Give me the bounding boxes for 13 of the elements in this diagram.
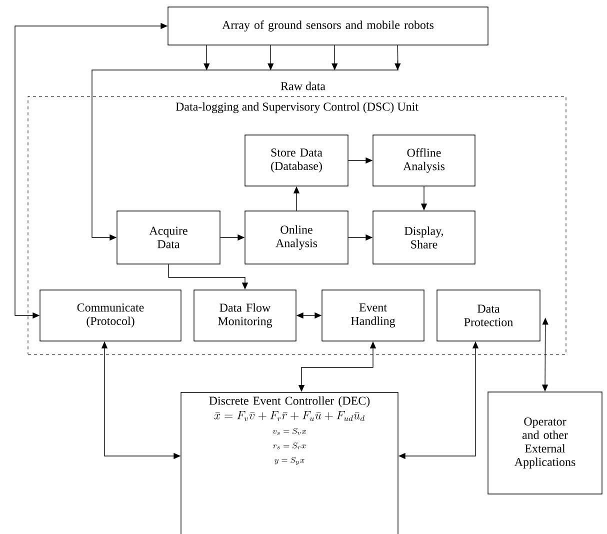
process-box: Offline Analysis	[372, 134, 476, 186]
controller-box: Discrete Event Controller (DEC) $\bar{x} = F_v\bar{v} + F_r\bar{r} + F_u\bar{u} + F_{ud}\bar{u}_d$ $v_s = S_v x$ $r_s = S_r x$ $y = S_y x$	[180, 392, 398, 534]
process-box: Store Data (Database)	[244, 134, 348, 186]
process-box: Acquire Data	[116, 210, 220, 264]
bus-label: Raw data	[280, 82, 326, 90]
process-box: Data Protection	[436, 290, 540, 342]
process-box: Display, Share	[372, 210, 476, 264]
process-box: Data Flow Monitoring	[194, 290, 296, 342]
process-box: Operator and other External Applications	[488, 392, 602, 494]
process-box: Array of ground sensors and mobile robots	[168, 6, 488, 46]
process-box: Communicate (Protocol)	[40, 290, 182, 342]
process-box: Event Handling	[322, 290, 424, 342]
process-box: Online Analysis	[244, 210, 348, 264]
